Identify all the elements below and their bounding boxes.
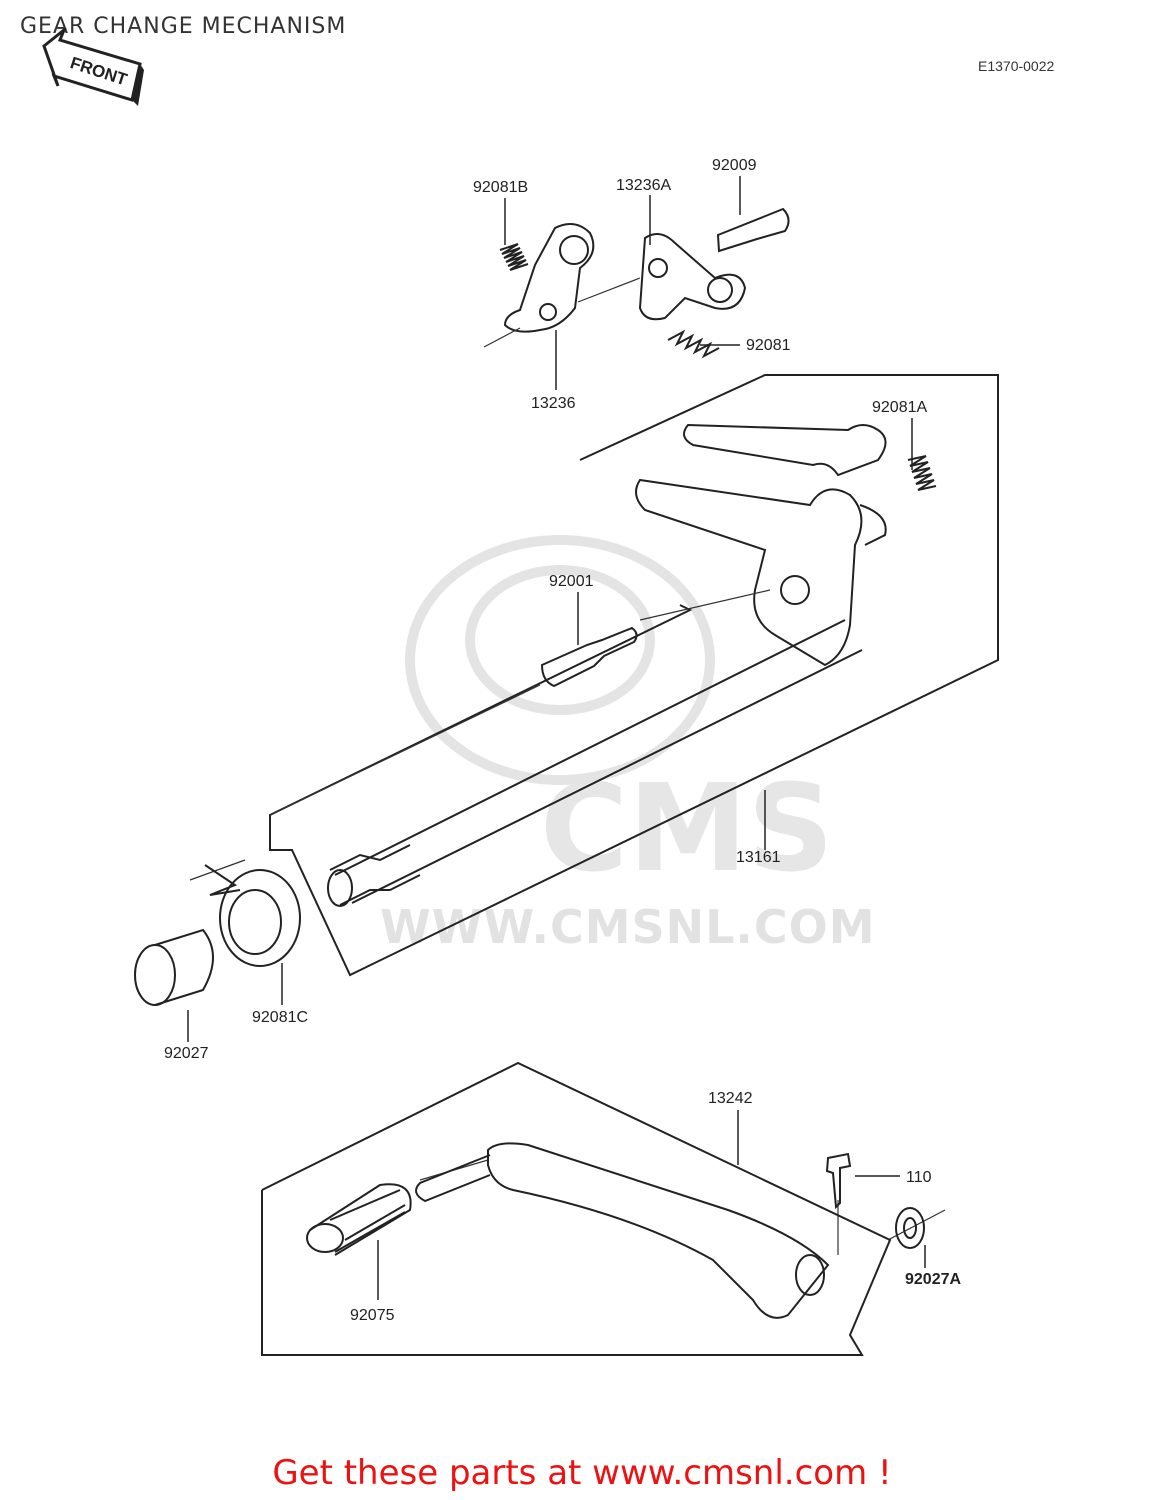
label-92001: 92001	[549, 573, 594, 590]
watermark-logo-icon	[405, 535, 715, 785]
label-92009: 92009	[712, 157, 757, 174]
page-title: GEAR CHANGE MECHANISM	[20, 14, 347, 39]
label-92081b: 92081B	[473, 179, 528, 196]
label-92027: 92027	[164, 1045, 209, 1062]
spring-92081b-icon	[499, 243, 529, 271]
shift-forks-icon	[635, 423, 887, 667]
label-92081a: 92081A	[872, 399, 927, 416]
label-92027a: 92027A	[905, 1271, 961, 1288]
leader-lines	[187, 176, 926, 1300]
watermark-brand: CMS	[540, 760, 834, 899]
label-13161: 13161	[736, 849, 781, 866]
bolt-92009-icon	[716, 207, 790, 253]
frame-lower	[261, 1061, 892, 1356]
spring-92081c-icon	[204, 864, 301, 967]
label-13236: 13236	[531, 395, 576, 412]
parts-diagram: 92081B 13236A 92009 92081 13236 92081A 9…	[134, 157, 999, 1356]
plate-13236a-icon	[638, 233, 747, 321]
front-arrow-icon: FRONT	[42, 28, 144, 106]
guide-lines	[189, 277, 946, 1255]
cta-link[interactable]: Get these parts at www.cmsnl.com !	[272, 1453, 892, 1493]
label-92081: 92081	[746, 337, 791, 354]
label-13236a: 13236A	[616, 177, 671, 194]
label-110: 110	[906, 1169, 932, 1186]
label-92075: 92075	[350, 1307, 395, 1324]
spring-92081-icon	[667, 329, 720, 359]
shaft-13161-icon	[327, 619, 863, 907]
frame-upper	[269, 374, 999, 977]
rubber-92075-icon	[306, 1183, 412, 1256]
washer-92027a-icon	[895, 1207, 925, 1249]
pin-92001-icon	[540, 626, 638, 688]
label-92081c: 92081C	[252, 1009, 308, 1026]
diagram-code: E1370-0022	[978, 58, 1055, 74]
collar-92027-icon	[134, 928, 214, 1006]
pedal-13242-icon	[415, 1142, 830, 1319]
bolt-110-icon	[825, 1152, 852, 1210]
watermark-url: WWW.CMSNL.COM	[380, 900, 876, 954]
plate-13236-icon	[503, 223, 595, 333]
label-13242: 13242	[708, 1090, 753, 1107]
